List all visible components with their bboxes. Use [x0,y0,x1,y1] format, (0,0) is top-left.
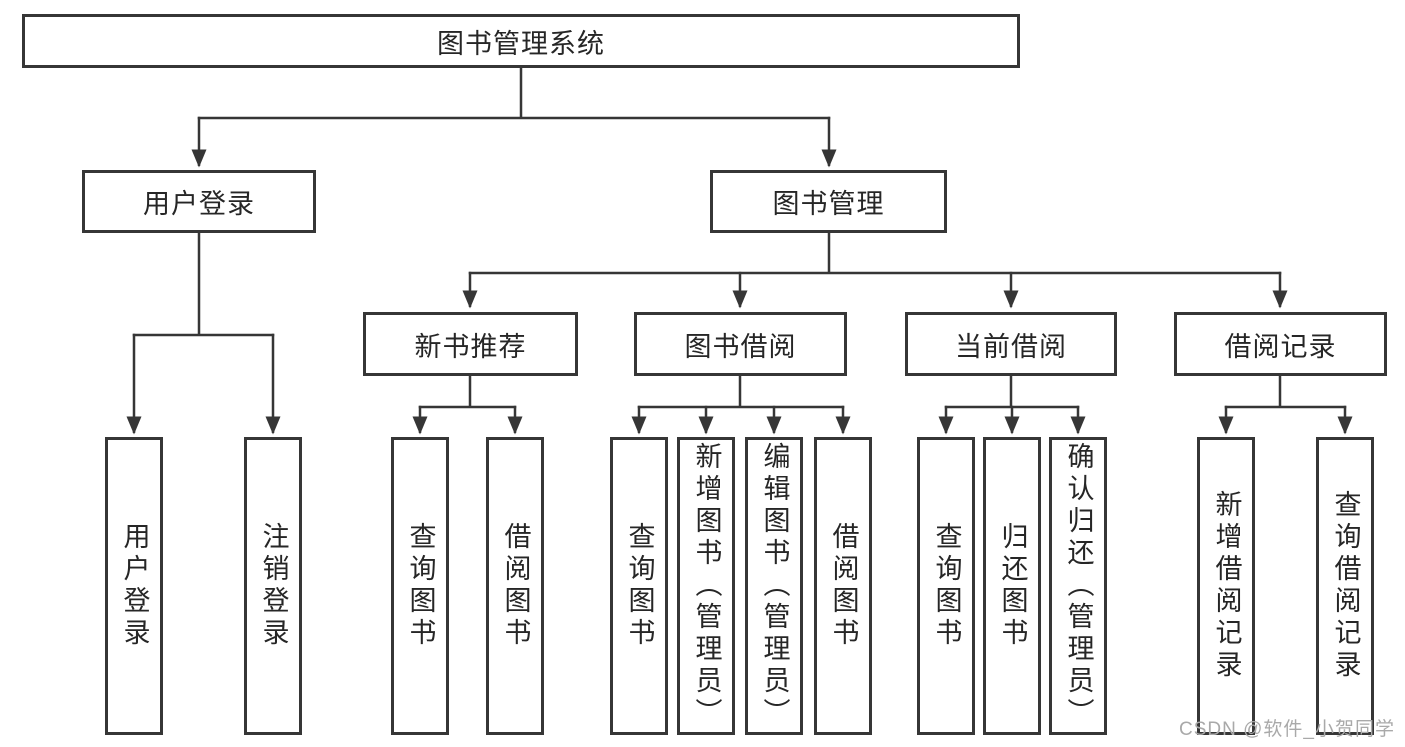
node-label: 编辑图书（管理员） [759,442,790,730]
node-label: 图书借阅 [684,331,797,362]
node-borrow-books-recommend: 借阅图书 [486,437,544,735]
node-label: 查询借阅记录 [1330,490,1361,682]
node-query-books-borrowing: 查询图书 [610,437,668,735]
node-new-book-recommend: 新书推荐 [363,312,578,376]
node-label: 查询图书 [931,522,962,650]
node-borrow-books-borrowing: 借阅图书 [814,437,872,735]
node-label: 归还图书 [997,522,1028,650]
node-label: 确认归还（管理员） [1063,442,1094,730]
node-label: 用户登录 [143,189,255,219]
node-label: 图书管理 [772,189,885,219]
node-label: 借阅图书 [828,522,859,650]
node-library-system: 图书管理系统 [22,14,1020,68]
node-current-borrowing: 当前借阅 [905,312,1117,376]
node-label: 查询图书 [405,522,436,650]
node-return-books: 归还图书 [983,437,1041,735]
node-user-login: 用户登录 [82,170,316,233]
node-borrow-records: 借阅记录 [1174,312,1387,376]
node-label: 新书推荐 [414,331,527,362]
node-label: 借阅图书 [500,522,531,650]
node-leaf-logout: 注销登录 [244,437,302,735]
node-label: 新增借阅记录 [1211,490,1242,682]
node-query-borrow-record: 查询借阅记录 [1316,437,1374,735]
csdn-watermark: CSDN @软件_小贺同学 [1179,719,1395,740]
node-label: 查询图书 [624,522,655,650]
node-label: 借阅记录 [1224,331,1337,362]
node-add-books-admin: 新增图书（管理员） [677,437,735,735]
node-book-management: 图书管理 [710,170,947,233]
node-query-books-current: 查询图书 [917,437,975,735]
node-edit-books-admin: 编辑图书（管理员） [745,437,803,735]
node-label: 当前借阅 [955,331,1067,362]
node-confirm-return-admin: 确认归还（管理员） [1049,437,1107,735]
node-book-borrowing: 图书借阅 [634,312,847,376]
node-leaf-user-login: 用户登录 [105,437,163,735]
node-label: 用户登录 [119,522,150,650]
node-label: 图书管理系统 [437,28,605,59]
node-query-books-recommend: 查询图书 [391,437,449,735]
node-label: 新增图书（管理员） [691,442,722,730]
node-label: 注销登录 [258,522,289,650]
node-add-borrow-record: 新增借阅记录 [1197,437,1255,735]
